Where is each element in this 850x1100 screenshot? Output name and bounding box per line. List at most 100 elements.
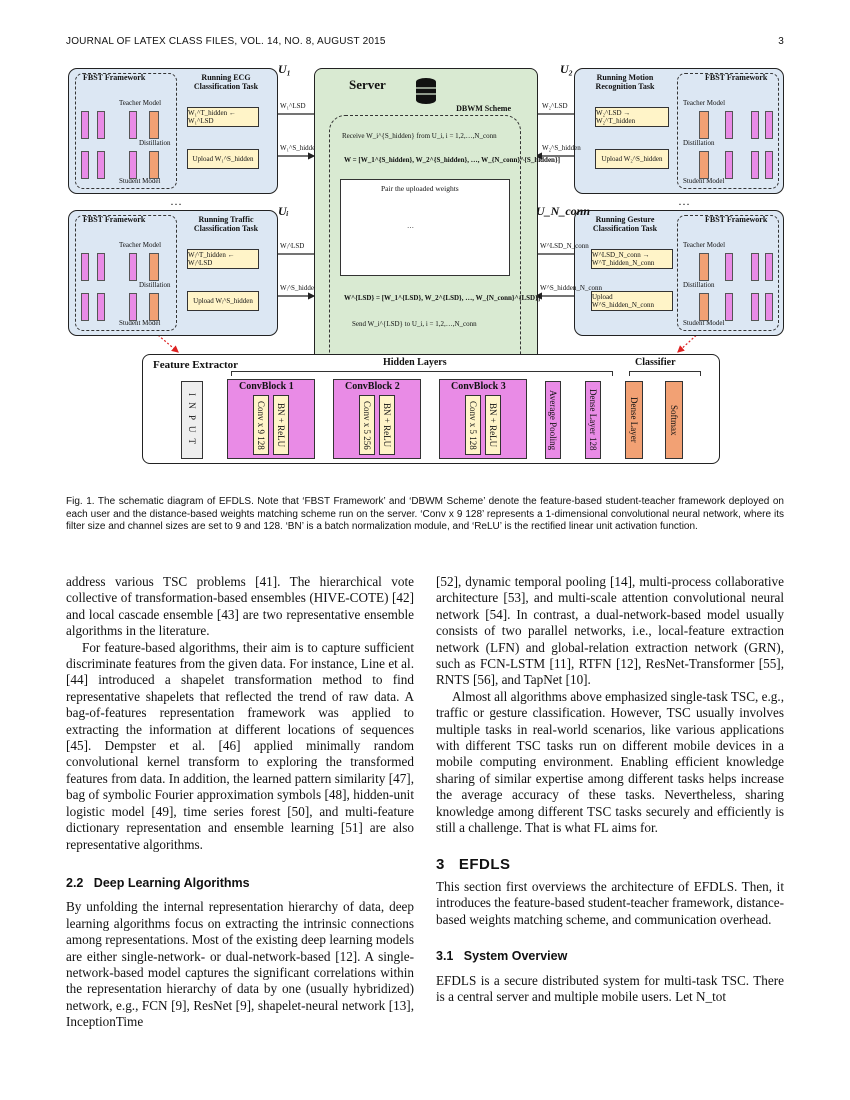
user-label-u2: U₂ (560, 62, 573, 76)
teacher-layer (97, 111, 105, 139)
student-output (699, 293, 709, 321)
fbst-framework-u1 (75, 73, 177, 189)
classifier-brace (629, 371, 701, 376)
student-model-label: Student Model (683, 177, 725, 185)
section-heading-2-2: 2.2 Deep Learning Algorithms (66, 875, 250, 890)
teacher-layer (725, 253, 733, 281)
student-model-label: Student Model (683, 319, 725, 327)
classifier-title: Classifier (635, 357, 676, 368)
student-output (149, 293, 159, 321)
teacher-layer (725, 111, 733, 139)
assign-box-uconn: W^LSD_N_conn → W^T_hidden_N_conn (591, 249, 673, 269)
teacher-output (699, 253, 709, 281)
arrow-label-shidden-u1: W₁^S_hidden (280, 144, 319, 152)
teacher-layer (751, 111, 759, 139)
paragraph: This section first overviews the archite… (436, 878, 784, 927)
running-header: JOURNAL OF LATEX CLASS FILES, VOL. 14, N… (66, 36, 386, 47)
feature-extractor-panel: Feature Extractor Hidden Layers Classifi… (142, 354, 720, 464)
fbst-framework-ui (75, 215, 177, 331)
paragraph: EFDLS is a secure distributed system for… (436, 972, 784, 1004)
user-panel-uconn: FBST Framework Teacher Model Student Mod… (574, 210, 784, 336)
teacher-output (149, 111, 159, 139)
paragraph: [52], dynamic temporal pooling [14], mul… (436, 574, 784, 688)
upload-box-u1: Upload W₁^S_hidden (187, 149, 259, 169)
student-layer (97, 151, 105, 179)
distillation-label: Distillation (139, 139, 171, 147)
section-heading-3-1: 3.1 System Overview (436, 949, 568, 964)
conv-layer-2: Conv x 5 256 (359, 395, 375, 455)
teacher-layer (765, 253, 773, 281)
student-output (149, 151, 159, 179)
convblock-3 (439, 379, 527, 459)
student-layer (765, 293, 773, 321)
fbst-title: FBST Framework (705, 73, 768, 82)
dbwm-scheme: DBWM Scheme Receive W_i^{S_hidden} from … (329, 104, 560, 383)
arrow-label-shidden-ui: Wᵢ^S_hidden (280, 284, 318, 292)
pairing-graph: Pair the uploaded weights … (340, 179, 510, 276)
receive-step: Receive W_i^{S_hidden} from U_i, i = 1,2… (342, 132, 497, 140)
user-panel-ui: FBST Framework Teacher Model Student Mod… (68, 210, 278, 336)
teacher-layer (129, 253, 137, 281)
convblock-3-title: ConvBlock 3 (451, 381, 506, 392)
lsd-set: W^{LSD} = [W_1^{LSD}, W_2^{LSD}, …, W_{N… (344, 294, 541, 302)
user-label-uconn: U_N_conn (536, 204, 591, 218)
task-title-u1: Running ECG Classification Task (193, 73, 259, 91)
student-layer (81, 293, 89, 321)
assign-box-ui: Wᵢ^T_hidden ← Wᵢ^LSD (187, 249, 259, 269)
student-layer (129, 151, 137, 179)
hidden-layers-title: Hidden Layers (383, 357, 447, 368)
student-layer (129, 293, 137, 321)
server-title: Server (349, 77, 386, 92)
distillation-label: Distillation (683, 139, 715, 147)
pair-title: Pair the uploaded weights (381, 184, 459, 193)
bn-relu-1: BN + ReLU (273, 395, 289, 455)
user-panel-u2: FBST Framework Teacher Model Student Mod… (574, 68, 784, 194)
upload-box-ui: Upload Wᵢ^S_hidden (187, 291, 259, 311)
student-output (699, 151, 709, 179)
task-title-ui: Running Traffic Classification Task (193, 215, 259, 233)
teacher-layer (81, 253, 89, 281)
section-heading-3: 3 EFDLS (436, 855, 511, 873)
paragraph: By unfolding the internal representation… (66, 899, 414, 1030)
student-model-label: Student Model (119, 177, 161, 185)
fbst-title: FBST Framework (83, 73, 146, 82)
send-step: Send W_i^{LSD} to U_i, i = 1,2,…,N_conn (352, 320, 477, 328)
student-layer (765, 151, 773, 179)
paragraph: Almost all algorithms above emphasized s… (436, 688, 784, 836)
figure-efdls-schematic: FBST Framework Teacher Model Student Mod… (66, 58, 784, 470)
teacher-output (149, 253, 159, 281)
distillation-label: Distillation (683, 281, 715, 289)
page-number: 3 (778, 36, 784, 47)
input-block: I N P U T (181, 381, 203, 459)
teacher-layer (129, 111, 137, 139)
average-pooling-layer: Average Pooling (545, 381, 561, 459)
student-layer (725, 293, 733, 321)
upload-box-uconn: Upload W^S_hidden_N_conn (591, 291, 673, 311)
weights-set: W = [W_1^{S_hidden}, W_2^{S_hidden}, …, … (344, 156, 561, 164)
teacher-layer (765, 111, 773, 139)
teacher-layer (97, 253, 105, 281)
arrow-label-shidden-uconn: W^S_hidden_N_conn (540, 284, 602, 292)
arrow-label-lsd-u1: W₁^LSD (280, 102, 306, 110)
student-layer (751, 151, 759, 179)
bn-relu-2: BN + ReLU (379, 395, 395, 455)
left-column: address various TSC problems [41]. The h… (66, 574, 414, 1031)
arrow-label-lsd-ui: Wᵢ^LSD (280, 242, 305, 250)
hidden-layers-brace (231, 371, 613, 376)
server-panel: Server DBWM Scheme Receive W_i^{S_hidden… (314, 68, 560, 388)
user-panel-u1: FBST Framework Teacher Model Student Mod… (68, 68, 278, 194)
softmax-layer: Softmax (665, 381, 683, 459)
dbwm-title: DBWM Scheme (453, 104, 514, 113)
assign-box-u2: W₂^LSD → W₂^T_hidden (595, 107, 669, 127)
student-layer (725, 151, 733, 179)
arrow-label-lsd-uconn: W^LSD_N_conn (540, 242, 589, 250)
paragraph: For feature-based algorithms, their aim … (66, 639, 414, 852)
teacher-model-label: Teacher Model (119, 99, 162, 107)
fbst-title: FBST Framework (83, 215, 146, 224)
right-column: [52], dynamic temporal pooling [14], mul… (436, 574, 784, 1005)
teacher-output (699, 111, 709, 139)
task-title-u2: Running Motion Recognition Task (595, 73, 655, 91)
database-icon (415, 77, 437, 105)
convblock-2 (333, 379, 421, 459)
fbst-framework-u2 (677, 73, 779, 189)
